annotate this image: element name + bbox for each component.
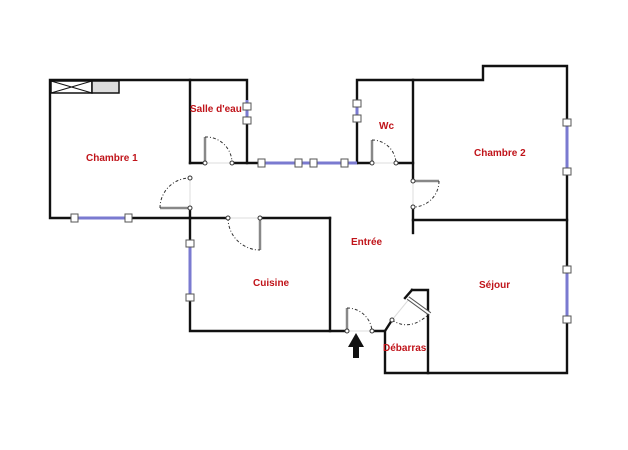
windows	[70, 99, 572, 324]
doors	[159, 136, 440, 334]
room-label-cuisine: Cuisine	[253, 278, 290, 289]
room-labels: Chambre 1 Salle d'eau Wc Chambre 2 Entré…	[86, 104, 526, 354]
room-label-debarras: Débarras	[383, 343, 427, 354]
room-label-chambre1: Chambre 1	[86, 153, 138, 164]
room-label-salle-deau: Salle d'eau	[190, 104, 242, 115]
entrance-arrow-icon	[348, 333, 364, 358]
room-label-entree: Entrée	[351, 237, 383, 248]
ventilation-ducts	[50, 80, 120, 94]
room-label-chambre2: Chambre 2	[474, 148, 526, 159]
room-label-sejour: Séjour	[479, 280, 510, 291]
room-label-wc: Wc	[379, 121, 394, 132]
